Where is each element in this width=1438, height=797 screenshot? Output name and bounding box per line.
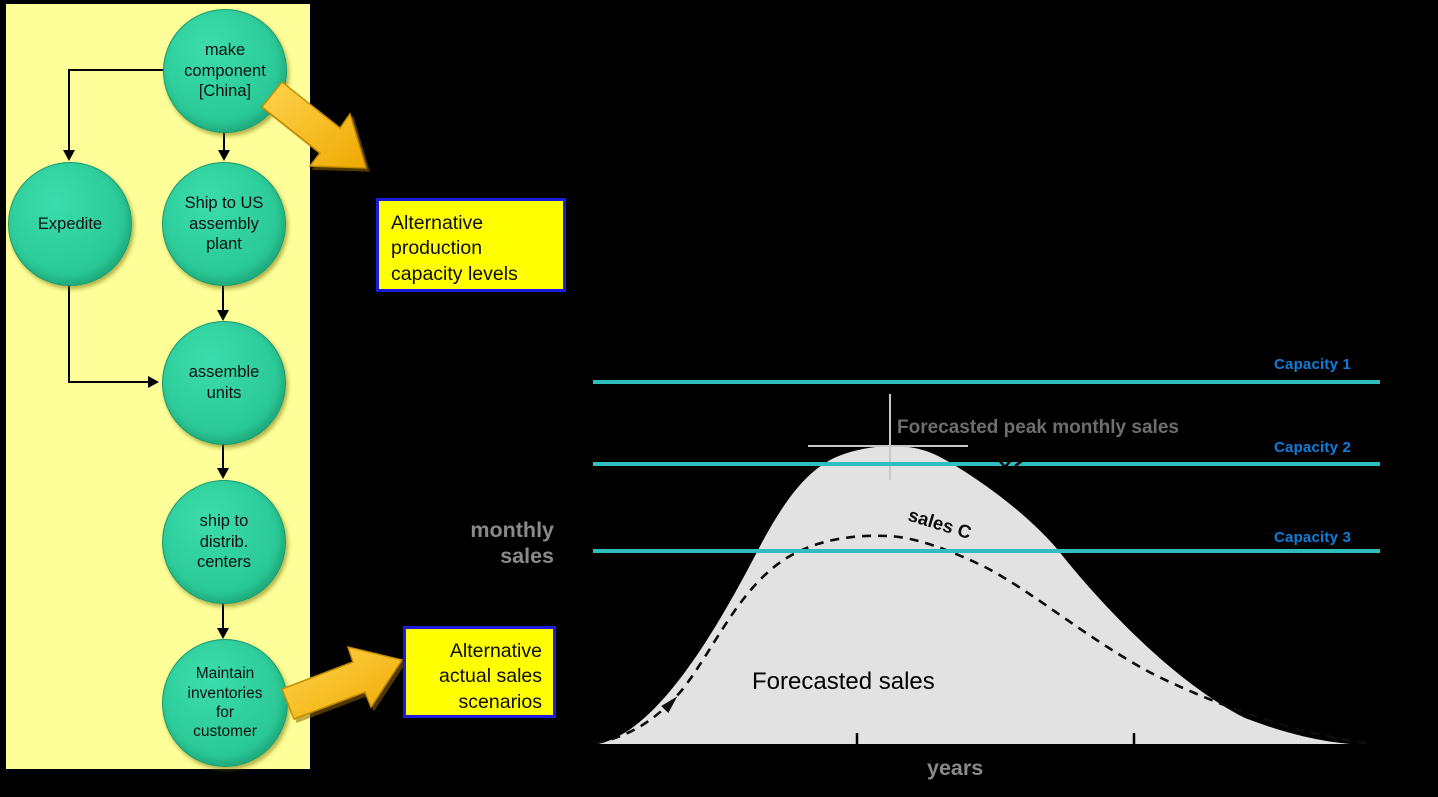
flow-node-maintain-inventories: Maintain inventories for customer (162, 639, 288, 767)
artifact-marks (997, 458, 1023, 469)
forecasted-sales-area (593, 446, 1376, 745)
flow-node-assemble-units: assemble units (162, 321, 286, 445)
capacity-2-label: Capacity 2 (1274, 439, 1352, 456)
x-axis-label: years (927, 756, 984, 780)
flow-node-expedite: Expedite (8, 162, 132, 286)
callout-production-capacity: Alternative production capacity levels (376, 198, 566, 292)
gold-arrow-down-right-icon (260, 80, 368, 169)
flow-node-ship-to-us: Ship to US assembly plant (162, 162, 286, 286)
forecasted-sales-label: Forecasted sales (752, 668, 935, 695)
flow-node-make-component: make component [China] (163, 9, 287, 133)
gold-arrow-right-icon (281, 645, 404, 720)
capacity-3-label: Capacity 3 (1274, 529, 1352, 546)
flow-node-ship-distrib: ship to distrib. centers (162, 480, 286, 604)
sales-c-arrowhead-icon (661, 696, 678, 713)
peak-monthly-sales-label: Forecasted peak monthly sales (897, 417, 1179, 438)
callout-sales-scenarios: Alternative actual sales scenarios (403, 626, 556, 718)
capacity-1-label: Capacity 1 (1274, 356, 1352, 373)
sales-c-curve (595, 534, 1373, 746)
y-axis-label: monthly sales (470, 518, 554, 569)
